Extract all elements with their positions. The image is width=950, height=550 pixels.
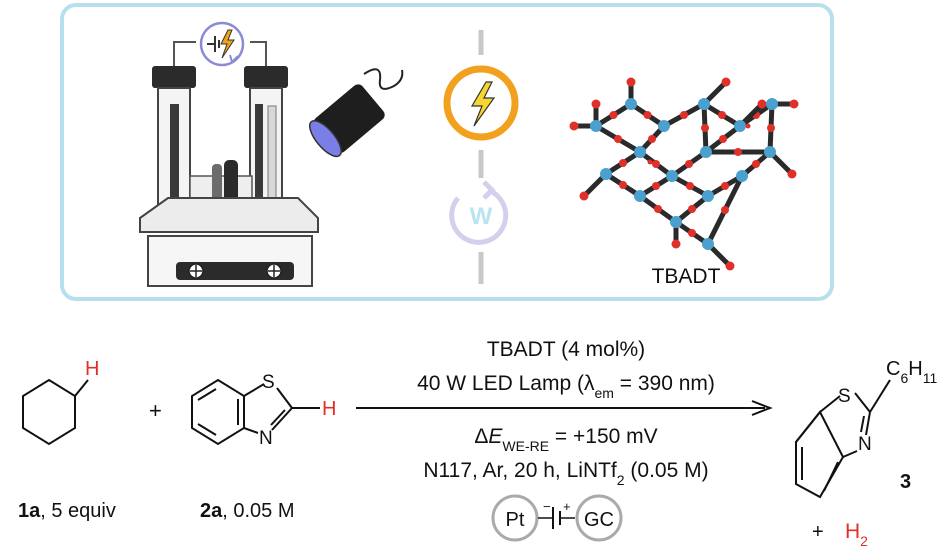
hydrogen-label: H — [85, 358, 99, 380]
recycle-arrow-icon: W — [449, 180, 509, 245]
tbadt-structure — [569, 77, 799, 271]
hydrogen-label-2a: H — [322, 398, 336, 420]
byproduct-plus: + — [812, 521, 824, 543]
oxygen-atom — [652, 182, 660, 190]
oxygen-atom — [648, 135, 656, 143]
oxygen-atom — [680, 111, 688, 119]
oxygen-atom — [643, 111, 652, 119]
tungsten-atom — [700, 146, 712, 158]
product-substituent: C6H11 — [886, 358, 937, 386]
lamp-icon — [309, 68, 404, 158]
tungsten-atom — [625, 98, 637, 110]
benzothiazole-structure — [191, 378, 320, 446]
oxygen-atom — [619, 181, 627, 189]
power-supply-icon — [199, 21, 245, 67]
tungsten-atom — [600, 168, 612, 180]
oxygen-atom — [686, 182, 694, 190]
plus-label: + — [563, 499, 571, 514]
oxygen-atom — [619, 159, 627, 167]
product-sulfur-label: S — [838, 386, 851, 407]
pt-electrode — [491, 494, 539, 542]
terminal-oxygen-atom — [591, 99, 601, 109]
gc-label: GC — [584, 509, 614, 531]
terminal-oxygen-atom — [569, 121, 579, 131]
nitrogen-label: N — [259, 428, 273, 449]
oxygen-atom — [718, 111, 726, 119]
tungsten-atom — [634, 190, 646, 202]
tungsten-atom — [698, 98, 710, 110]
tungsten-atom — [764, 146, 776, 158]
electrode-setup: Pt − + GC — [491, 494, 623, 542]
electrochemical-cell-apparatus — [139, 21, 404, 287]
terminal-oxygen-atom — [789, 99, 799, 109]
lightning-bolt-icon — [443, 65, 519, 141]
solvent-condition: N117, Ar, 20 h, LiNTf2 (0.05 M) — [423, 459, 708, 488]
central-atom — [647, 159, 653, 165]
oxygen-atom — [609, 111, 618, 119]
stir-plate-icon — [139, 197, 319, 287]
setup-panel — [60, 3, 834, 301]
oxygen-atom — [614, 135, 622, 143]
oxygen-atom — [767, 124, 775, 132]
oxygen-atom — [752, 160, 760, 168]
tungsten-atom — [702, 238, 714, 250]
tungsten-atom — [590, 120, 602, 132]
cyclohexane-structure — [22, 378, 89, 446]
oxygen-atom — [721, 182, 729, 190]
mode-switch-indicator: W — [443, 30, 519, 284]
oxygen-atom — [654, 205, 662, 213]
light-condition: 40 W LED Lamp (λem = 390 nm) — [417, 372, 715, 401]
oxygen-atom — [701, 124, 709, 132]
tungsten-atom — [736, 170, 748, 182]
terminal-oxygen-atom — [721, 77, 731, 87]
oxygen-atom — [688, 205, 696, 213]
terminal-oxygen-atom — [579, 191, 589, 201]
reaction-arrow — [356, 400, 773, 416]
oxygen-atom — [734, 148, 742, 156]
hydrogen-byproduct: H2 — [845, 520, 868, 549]
reagent-1a-label: 1a, 5 equiv — [18, 500, 116, 522]
oxygen-atom — [685, 160, 693, 168]
product-nitrogen-label: N — [858, 434, 872, 455]
potential-condition: ΔEWE-RE = +150 mV — [474, 425, 657, 454]
terminal-oxygen-atom — [671, 239, 681, 249]
tungsten-atom — [702, 190, 714, 202]
tungsten-atom — [634, 146, 646, 158]
product-structure — [795, 379, 891, 499]
gc-electrode — [575, 494, 623, 542]
tbadt-label: TBADT — [652, 265, 721, 288]
oxygen-atom — [652, 160, 660, 168]
sulfur-label: S — [262, 372, 275, 393]
tungsten-atom — [734, 120, 746, 132]
terminal-oxygen-atom — [725, 261, 735, 271]
terminal-oxygen-atom — [626, 77, 636, 87]
catalyst-condition: TBADT (4 mol%) — [487, 338, 645, 361]
oxygen-atom — [721, 206, 729, 214]
terminal-oxygen-atom — [787, 169, 797, 179]
central-atom — [745, 123, 751, 129]
product-3-label: 3 — [900, 471, 911, 493]
pt-label: Pt — [506, 509, 525, 531]
tungsten-atom — [666, 170, 678, 182]
tungsten-atom — [766, 98, 778, 110]
oxygen-atom — [719, 135, 727, 143]
tungsten-atom — [658, 120, 670, 132]
minus-label: − — [543, 499, 551, 514]
oxygen-atom — [688, 229, 696, 237]
plus-sign: + — [149, 398, 162, 423]
w-label: W — [470, 203, 493, 230]
reagent-2a-label: 2a, 0.05 M — [200, 500, 295, 522]
tungsten-atom — [670, 216, 682, 228]
terminal-oxygen-atom — [757, 99, 767, 109]
